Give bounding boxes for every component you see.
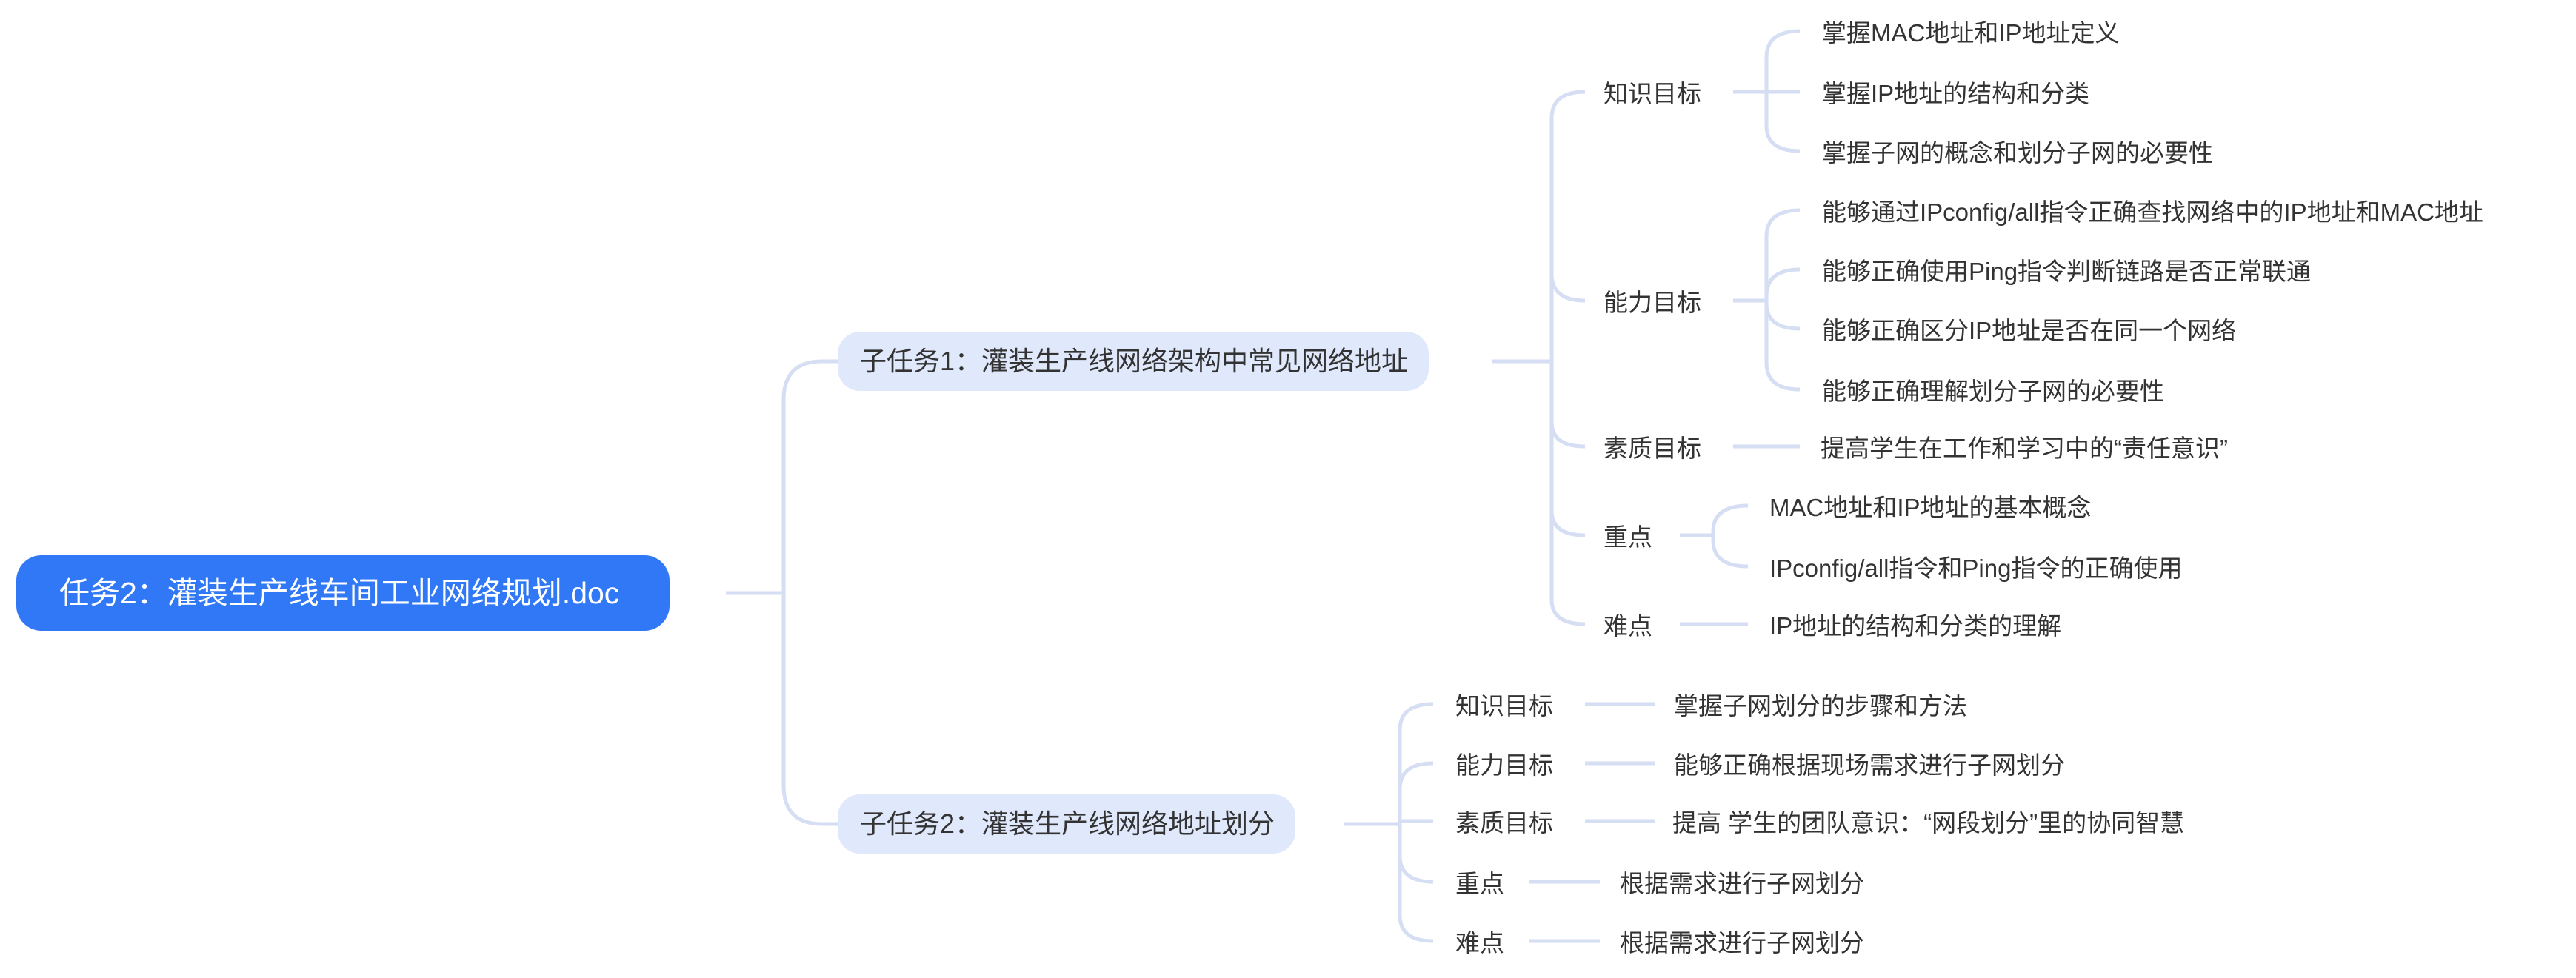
leaf-node[interactable]: MAC地址和IP地址的基本概念: [1769, 494, 2092, 521]
leaf-node[interactable]: IP地址的结构和分类的理解: [1769, 612, 2062, 640]
group-node[interactable]: 难点: [1455, 929, 1504, 957]
group-node[interactable]: 重点: [1455, 870, 1504, 897]
leaf-node[interactable]: 能够正确理解划分子网的必要性: [1822, 378, 2164, 405]
leaf-node[interactable]: 能够正确根据现场需求进行子网划分: [1674, 751, 2065, 779]
subtask-node-2[interactable]: 子任务2：灌装生产线网络地址划分: [838, 794, 1296, 854]
group-node[interactable]: 难点: [1604, 612, 1652, 640]
group-node[interactable]: 知识目标: [1455, 692, 1553, 720]
group-node[interactable]: 重点: [1604, 523, 1652, 551]
leaf-node[interactable]: 掌握子网划分的步骤和方法: [1674, 692, 1967, 720]
leaf-node[interactable]: IPconfig/all指令和Ping指令的正确使用: [1769, 555, 2183, 582]
leaf-node[interactable]: 根据需求进行子网划分: [1620, 929, 1864, 957]
leaf-node[interactable]: 掌握IP地址的结构和分类: [1822, 80, 2090, 107]
leaf-node[interactable]: 根据需求进行子网划分: [1620, 870, 1864, 897]
leaf-node[interactable]: 能够正确区分IP地址是否在同一个网络: [1822, 317, 2237, 344]
leaf-node[interactable]: 掌握子网的概念和划分子网的必要性: [1822, 139, 2213, 167]
group-node[interactable]: 能力目标: [1604, 289, 1701, 316]
leaf-node[interactable]: 能够正确使用Ping指令判断链路是否正常联通: [1822, 258, 2312, 285]
group-node[interactable]: 素质目标: [1604, 435, 1701, 462]
leaf-node[interactable]: 提高学生在工作和学习中的“责任意识”: [1821, 435, 2228, 462]
leaf-node[interactable]: 掌握MAC地址和IP地址定义: [1822, 19, 2120, 47]
group-node[interactable]: 能力目标: [1455, 751, 1553, 779]
subtask-node-1[interactable]: 子任务1：灌装生产线网络架构中常见网络地址: [838, 332, 1429, 391]
group-node[interactable]: 素质目标: [1455, 809, 1553, 837]
root-node[interactable]: 任务2：灌装生产线车间工业网络规划.doc: [16, 555, 670, 631]
leaf-node[interactable]: 提高 学生的团队意识：“网段划分”里的协同智慧: [1672, 809, 2185, 837]
group-node[interactable]: 知识目标: [1604, 80, 1701, 107]
leaf-node[interactable]: 能够通过IPconfig/all指令正确查找网络中的IP地址和MAC地址: [1822, 198, 2483, 226]
